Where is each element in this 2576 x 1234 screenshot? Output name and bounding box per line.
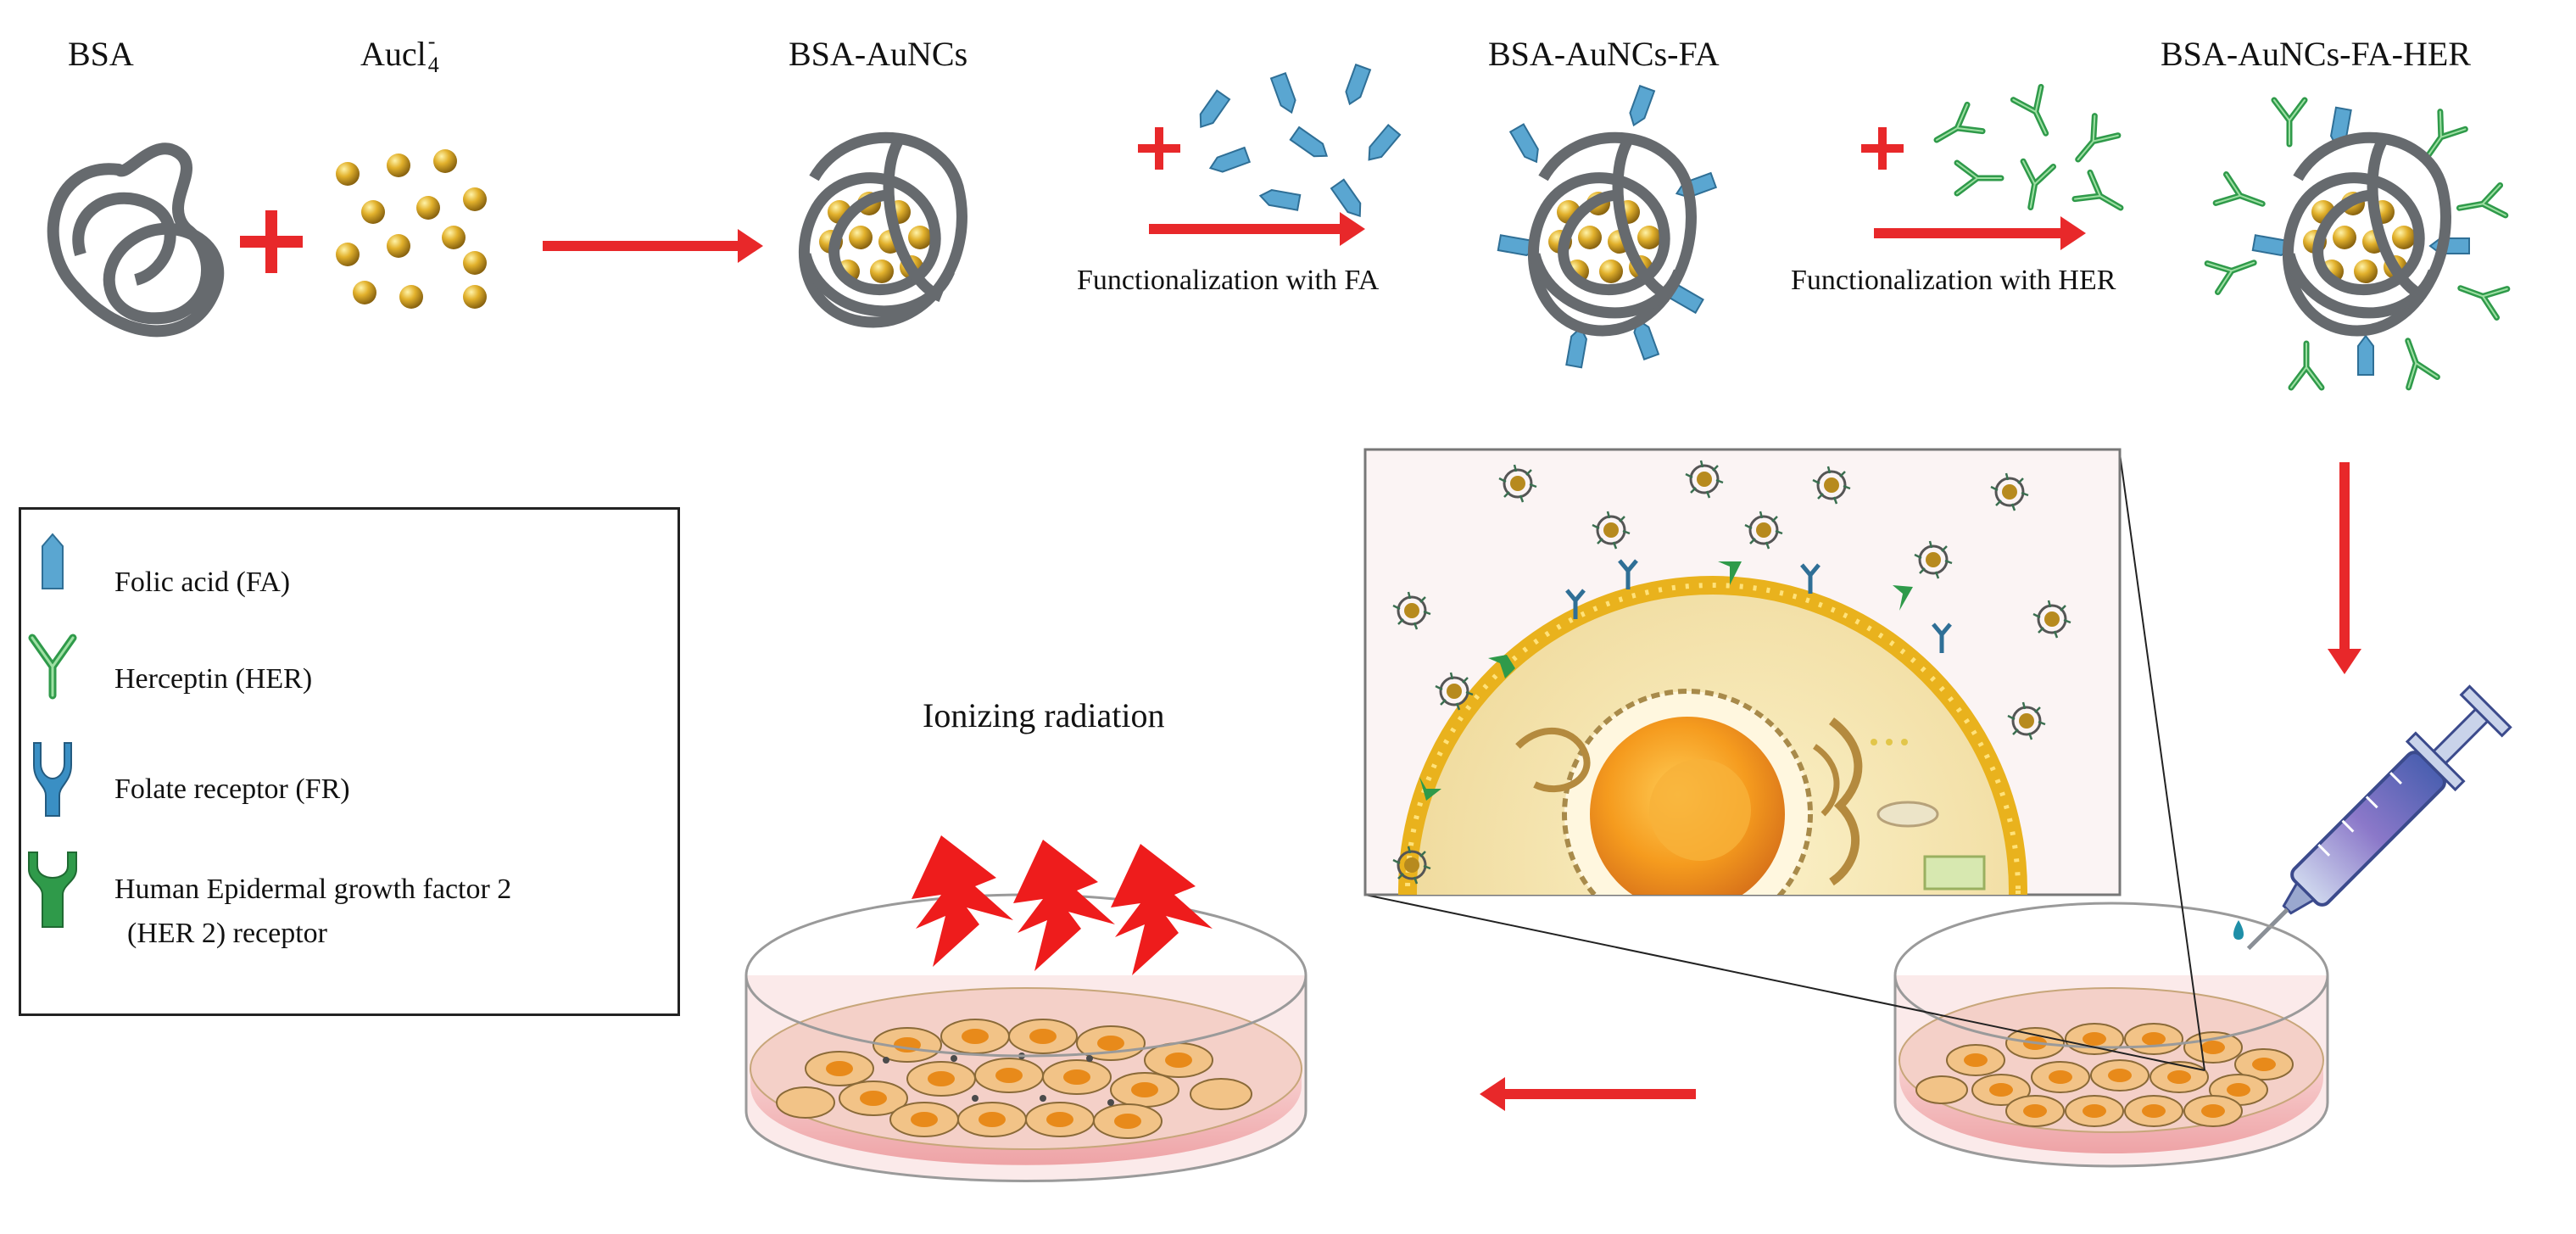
aucl4-sub: 4	[427, 53, 439, 77]
bsa-protein	[47, 142, 224, 338]
arrow-right-icon	[1874, 216, 2086, 250]
label-bsa-auncs-fa-her: BSA-AuNCs-FA-HER	[2161, 35, 2471, 73]
plus-icon	[1138, 127, 1180, 170]
zoom-line	[2119, 453, 2205, 1071]
bsa-auncs-fa-particle	[1497, 85, 1717, 369]
petri-dish-treated	[1893, 902, 2329, 1168]
aucl4-base: Aucl	[360, 35, 427, 73]
caption-functionalization-her: Functionalization with HER	[1791, 265, 2116, 296]
legend-label-her2-receptor-line1: Human Epidermal growth factor 2	[114, 874, 512, 905]
plus-icon	[1861, 127, 1904, 170]
caption-functionalization-fa: Functionalization with FA	[1077, 265, 1380, 296]
legend-box	[19, 507, 680, 1016]
bsa-auncs-particle	[798, 131, 967, 328]
zoom-line	[1364, 894, 2205, 1071]
aucl4-sup: -	[427, 29, 436, 53]
label-aucl4: Aucl-4	[360, 29, 445, 77]
syringe-icon	[2246, 684, 2512, 951]
arrow-down-icon	[2328, 462, 2361, 674]
label-bsa: BSA	[68, 35, 134, 73]
plus-icon	[240, 210, 303, 273]
herceptin-icon	[28, 634, 77, 700]
bsa-auncs-fa-her-particle	[2207, 100, 2507, 388]
label-bsa-auncs-fa: BSA-AuNCs-FA	[1488, 35, 1720, 73]
arrow-right-icon	[543, 229, 763, 263]
petri-dish-irradiated	[744, 893, 1308, 1182]
folic-acid-icon	[42, 533, 64, 589]
label-bsa-auncs: BSA-AuNCs	[789, 35, 968, 73]
legend-label-folic-acid: Folic acid (FA)	[114, 567, 291, 598]
caption-ionizing-radiation: Ionizing radiation	[923, 696, 1165, 734]
arrow-right-icon	[1149, 212, 1365, 246]
legend-label-herceptin: Herceptin (HER)	[114, 663, 313, 695]
herceptin-molecules	[1929, 87, 2128, 221]
gold-precursor-dots	[336, 149, 487, 309]
folic-acid-molecules	[1193, 64, 1402, 221]
arrow-left-icon	[1480, 1077, 1696, 1111]
cell-inset	[1363, 448, 2122, 896]
legend-label-folate-receptor: Folate receptor (FR)	[114, 773, 350, 805]
lightning-bolt-icon	[912, 835, 1213, 975]
legend-label-her2-receptor-line2: (HER 2) receptor	[127, 918, 328, 949]
her2-receptor-icon	[28, 852, 77, 928]
folate-receptor-icon	[33, 742, 72, 817]
